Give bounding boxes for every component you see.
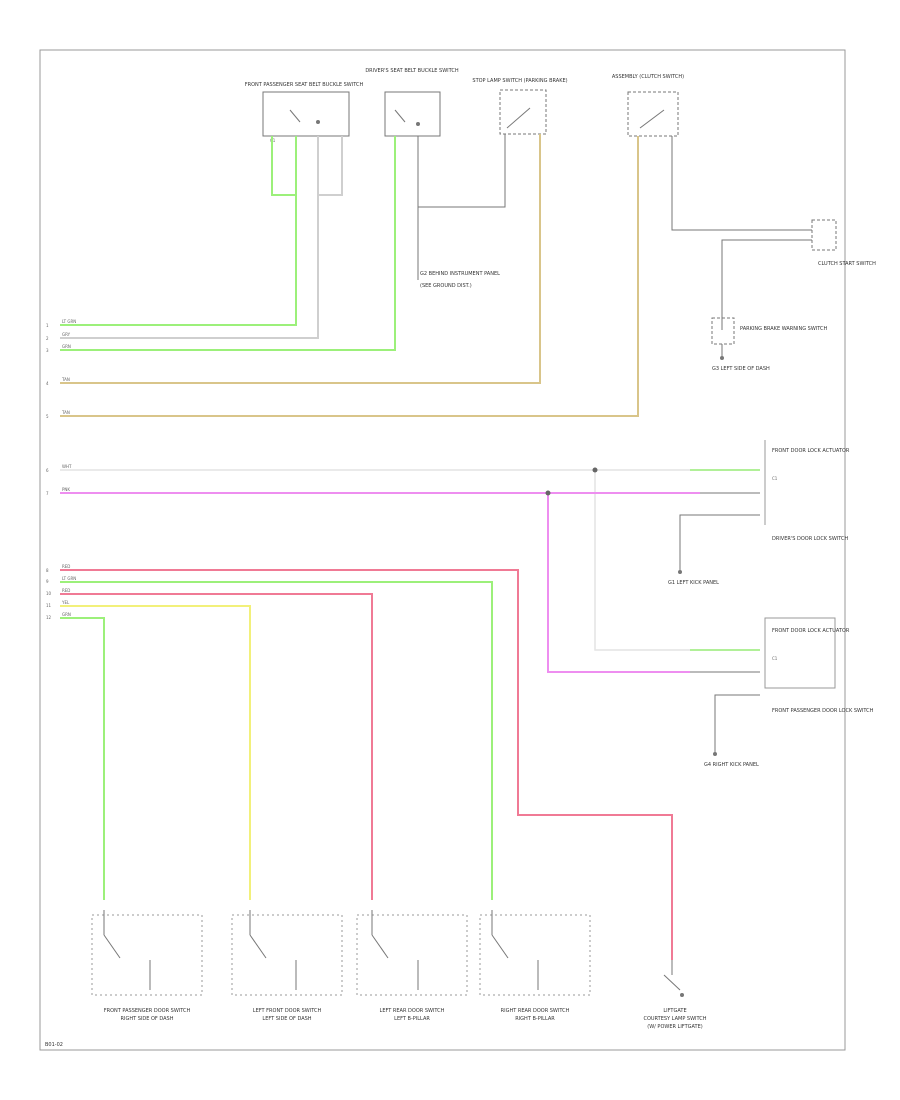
component-seat-belt-switch-driver: DRIVER'S SEAT BELT BUCKLE SWITCH	[365, 68, 459, 137]
switch-sub: LEFT B-PILLAR	[394, 1016, 430, 1022]
component-label: DRIVER'S SEAT BELT BUCKLE SWITCH	[365, 68, 459, 74]
wire-white-branch	[594, 470, 760, 651]
svg-text:7: 7	[46, 491, 49, 496]
ground-label: G4 RIGHT KICK PANEL	[704, 762, 759, 768]
wire-clutch-out	[671, 136, 812, 231]
component-door-lock-actuator-2: FRONT DOOR LOCK ACTUATOR C1 G4 RIGHT KIC…	[690, 617, 874, 768]
component-label: ASSEMBLY (CLUTCH SWITCH)	[612, 74, 684, 80]
component-parking-brake-switch: PARKING BRAKE WARNING SWITCH G3 LEFT SID…	[711, 317, 828, 372]
component-label: FRONT DOOR LOCK ACTUATOR	[772, 448, 850, 454]
svg-text:LT GRN: LT GRN	[62, 319, 76, 324]
svg-text:TAN: TAN	[61, 377, 70, 382]
switch-name: FRONT PASSENGER DOOR SWITCH	[104, 1008, 191, 1014]
component-sub: COURTESY LAMP SWITCH	[643, 1016, 706, 1022]
svg-text:6: 6	[46, 468, 49, 473]
component-seat-belt-switch-passenger: FRONT PASSENGER SEAT BELT BUCKLE SWITCH …	[245, 82, 364, 143]
component-stop-lamp-switch: STOP LAMP SWITCH (PARKING BRAKE)	[472, 78, 568, 135]
wire-pink-branch	[547, 493, 690, 673]
switch-name: LEFT FRONT DOOR SWITCH	[253, 1008, 322, 1014]
svg-text:RED: RED	[62, 588, 70, 593]
svg-text:LT GRN: LT GRN	[62, 576, 76, 581]
wire-color-labels: LT GRN GRY GRN TAN TAN WHT PNK RED LT GR…	[61, 319, 76, 617]
ground-note-text: (SEE GROUND DIST.)	[420, 283, 472, 289]
svg-text:11: 11	[46, 603, 52, 608]
door-switch-2: LEFT FRONT DOOR SWITCH LEFT SIDE OF DASH	[231, 910, 343, 1022]
switch-name: RIGHT REAR DOOR SWITCH	[501, 1008, 570, 1014]
diagram-frame	[39, 49, 846, 1051]
wire-clutch-out-2	[721, 239, 812, 330]
component-label: FRONT DOOR LOCK ACTUATOR	[772, 628, 850, 634]
svg-text:WHT: WHT	[62, 464, 72, 469]
svg-text:8: 8	[46, 568, 49, 573]
svg-text:GRY: GRY	[62, 332, 71, 337]
svg-text:9: 9	[46, 579, 49, 584]
door-switch-1: FRONT PASSENGER DOOR SWITCH RIGHT SIDE O…	[91, 910, 203, 1022]
component-clutch-start-switch: CLUTCH START SWITCH	[811, 219, 876, 267]
component-sub2: (W/ POWER LIFTGATE)	[647, 1024, 703, 1030]
footer-code: B01-02	[45, 1042, 63, 1048]
svg-text:10: 10	[46, 591, 52, 596]
svg-text:3: 3	[46, 348, 49, 353]
component-label: CLUTCH START SWITCH	[818, 261, 876, 267]
left-pin-labels: 1 2 3 4 5 6 7 8 9 10 11 12	[46, 323, 52, 620]
svg-text:5: 5	[46, 414, 49, 419]
svg-text:RED: RED	[62, 564, 70, 569]
switch-sub: LEFT SIDE OF DASH	[262, 1016, 311, 1022]
component-label: FRONT PASSENGER SEAT BELT BUCKLE SWITCH	[245, 82, 364, 88]
component-clutch-switch: ASSEMBLY (CLUTCH SWITCH)	[612, 74, 684, 137]
switch-label: DRIVER'S DOOR LOCK SWITCH	[772, 536, 849, 542]
wire-tan-1	[60, 134, 541, 384]
svg-text:12: 12	[46, 615, 52, 620]
svg-text:2: 2	[46, 336, 49, 341]
wire-group-top1	[60, 136, 343, 339]
switch-sub: RIGHT SIDE OF DASH	[121, 1016, 174, 1022]
switch-name: LEFT REAR DOOR SWITCH	[380, 1008, 445, 1014]
svg-text:GRN: GRN	[62, 612, 71, 617]
svg-text:TAN: TAN	[61, 410, 70, 415]
svg-text:1: 1	[46, 323, 49, 328]
wire-group-top2	[60, 134, 506, 351]
svg-text:4: 4	[46, 381, 49, 386]
door-switch-4: RIGHT REAR DOOR SWITCH RIGHT B-PILLAR	[479, 910, 591, 1022]
svg-text:PNK: PNK	[62, 487, 70, 492]
component-label: PARKING BRAKE WARNING SWITCH	[740, 326, 828, 332]
component-liftgate-switch: LIFTGATE COURTESY LAMP SWITCH (W/ POWER …	[643, 960, 707, 1030]
component-label: STOP LAMP SWITCH (PARKING BRAKE)	[472, 78, 567, 84]
component-label: LIFTGATE	[663, 1008, 686, 1014]
ground-label: G1 LEFT KICK PANEL	[668, 580, 719, 586]
switch-sub: RIGHT B-PILLAR	[515, 1016, 555, 1022]
wire-group-bottom	[60, 569, 673, 960]
ground-note: G2 BEHIND INSTRUMENT PANEL	[420, 271, 500, 277]
ground-label: G3 LEFT SIDE OF DASH	[712, 366, 770, 372]
component-door-lock-actuator-1: FRONT DOOR LOCK ACTUATOR C1 G1 LEFT KICK…	[668, 440, 850, 586]
door-switch-3: LEFT REAR DOOR SWITCH LEFT B-PILLAR	[356, 910, 468, 1022]
svg-text:YEL: YEL	[61, 600, 70, 605]
wire-tan-2	[60, 136, 639, 417]
pin-label: C1	[772, 656, 778, 661]
svg-text:GRN: GRN	[62, 344, 71, 349]
switch-label: FRONT PASSENGER DOOR LOCK SWITCH	[772, 708, 874, 714]
pin-label: C1	[772, 476, 778, 481]
